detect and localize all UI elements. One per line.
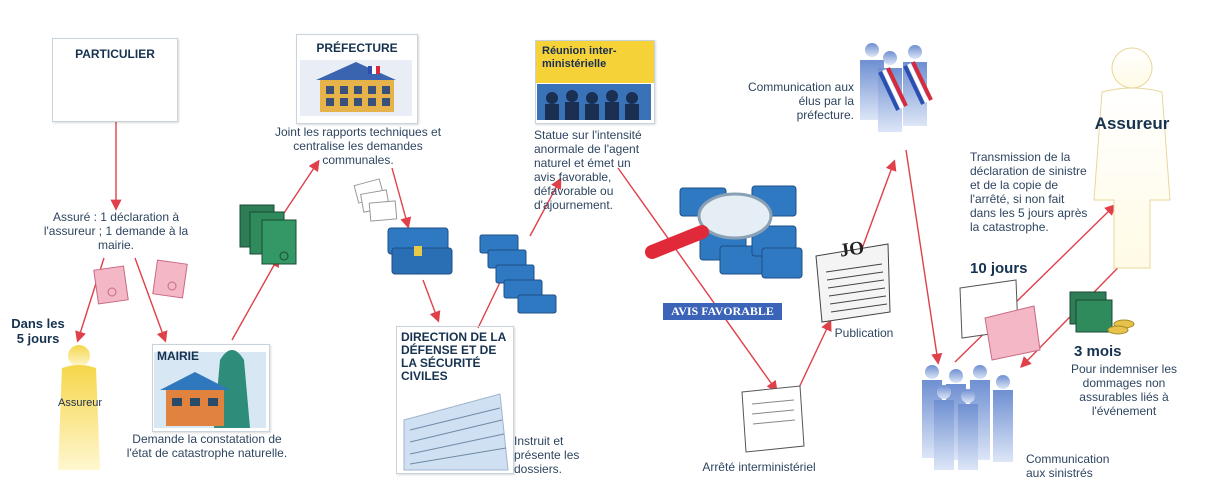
transmission-documents-icon — [959, 279, 1041, 361]
arrow-sinistres-assureur — [954, 204, 1116, 363]
assureur-large-label: Assureur — [1094, 114, 1170, 133]
dans-les-5-jours-label: Dans les 5 jours — [11, 316, 65, 346]
assureur-small-label: Assureur — [57, 397, 103, 409]
direction-box: DIRECTION DE LA DÉFENSE ET DE LA SÉCURIT… — [396, 326, 514, 474]
arrete-sheet-icon — [741, 385, 805, 453]
large-insurer-icon — [1093, 47, 1171, 269]
money-icon — [1069, 291, 1135, 335]
arrow-folder-direction — [422, 279, 441, 323]
folders-stack-icon — [479, 234, 557, 314]
dix-jours-label: 10 jours — [970, 260, 1028, 277]
blue-folder-icon — [387, 227, 453, 275]
communication-sinistres-caption: Communication aux sinistrés — [1026, 452, 1110, 480]
demande-caption: Demande la constatation de l'état de cat… — [126, 432, 288, 460]
arrow-reunion-arrete — [617, 167, 778, 393]
mairie-box: MAIRIE — [152, 344, 270, 432]
technical-reports-icon — [239, 204, 297, 265]
magnifier-folders-icon — [645, 185, 803, 279]
avis-favorable-label: AVIS FAVORABLE — [671, 304, 774, 318]
particulier-box: PARTICULIER — [52, 38, 178, 122]
avis-favorable-banner — [663, 303, 782, 320]
communal-requests-icon — [353, 178, 398, 222]
reunion-label: Réunion inter-ministérielle — [542, 45, 617, 70]
arrow-elus-sinistres — [905, 149, 943, 365]
transmission-caption: Transmission de la déclaration de sinist… — [970, 150, 1088, 234]
arrow-folders-reunion — [529, 177, 562, 237]
elected-officials-icon — [860, 43, 933, 132]
connector-arrows — [75, 118, 1146, 395]
arrow-to-mairie — [134, 257, 168, 343]
reunion-header — [536, 41, 654, 83]
journal-officiel-icon — [815, 243, 891, 323]
prefecture-building-icon — [300, 60, 412, 116]
statue-caption: Statue sur l'intensité anormale de l'age… — [534, 128, 642, 212]
office-building-icon — [403, 393, 509, 471]
reunion-box: Réunion inter-ministérielle — [535, 40, 655, 124]
small-insurer-icon — [58, 345, 100, 470]
particulier-label: PARTICULIER — [75, 47, 155, 61]
arrow-docs-prefecture — [277, 159, 320, 223]
indemniser-caption: Pour indemniser les dommages non assurab… — [1070, 362, 1178, 418]
disaster-victims-icon — [922, 365, 1013, 470]
arrow-arrete-jo — [795, 319, 832, 395]
prefecture-box: PRÉFECTURE — [296, 34, 418, 124]
trois-mois-label: 3 mois — [1074, 343, 1122, 360]
joint-caption: Joint les rapports techniques et central… — [274, 125, 442, 167]
meeting-audience-icon — [537, 84, 651, 120]
prefecture-label: PRÉFECTURE — [316, 41, 398, 55]
arrete-caption: Arrêté interministériel — [702, 460, 816, 474]
town-hall-icon — [154, 350, 266, 428]
assure-caption: Assuré : 1 déclaration à l'assureur ; 1 … — [43, 210, 189, 252]
publication-caption: Publication — [834, 326, 894, 340]
communication-elus-caption: Communication aux élus par la préfecture… — [747, 80, 854, 122]
mairie-label: MAIRIE — [157, 349, 199, 363]
arrow-jo-elus — [859, 159, 897, 255]
arrow-prefecture-folder — [391, 167, 412, 229]
arrow-mairie-docs — [231, 255, 280, 341]
declaration-documents-icon — [93, 259, 188, 305]
instruit-caption: Instruit et présente les dossiers. — [514, 434, 580, 476]
direction-label: DIRECTION DE LA DÉFENSE ET DE LA SÉCURIT… — [401, 330, 506, 383]
